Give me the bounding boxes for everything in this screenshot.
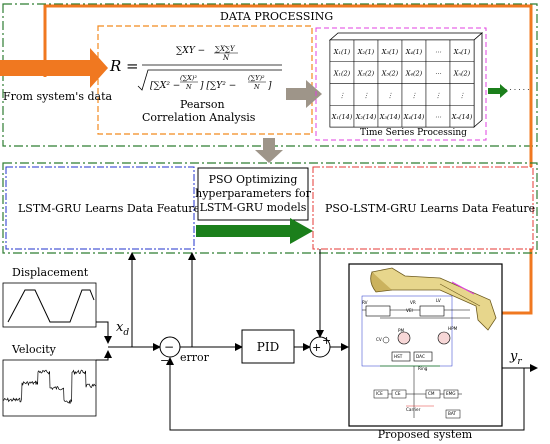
svg-text:PM: PM [398, 328, 405, 333]
matrix-cell-label: Xₙ(14) [451, 113, 473, 121]
matrix-cell-label: X₁(1) [333, 48, 351, 56]
svg-text:CV: CV [376, 337, 382, 342]
svg-text:]: ] [267, 81, 272, 91]
svg-text:HST: HST [394, 354, 403, 359]
matrix-cell-label: ⋯ [435, 48, 442, 56]
pso-optimizing-line-2: hyperparameters for [195, 187, 311, 200]
matrix-cell-label: X₄(1) [405, 48, 423, 56]
svg-text:LV: LV [436, 298, 441, 303]
matrix-cell-label: X₃(2) [381, 70, 399, 78]
pso-optimizing-box [197, 167, 309, 221]
lstm-gru-box [5, 166, 195, 250]
svg-text:DAC: DAC [416, 354, 425, 359]
svg-text:] [∑Y² −: ] [∑Y² − [199, 81, 236, 91]
velocity-label: Velocity [11, 343, 57, 356]
matrix-cell-label: ⋮ [339, 91, 346, 99]
svg-text:RV: RV [362, 300, 368, 305]
time-series-frame [315, 27, 487, 141]
matrix-cell-label: ⋮ [435, 91, 442, 99]
lstm-gru-label: LSTM-GRU Learns Data Feature [18, 202, 200, 215]
proposed-system-label: Proposed system [378, 428, 473, 441]
matrix-cell-label: X₁(2) [333, 70, 351, 78]
velocity-connector [96, 350, 112, 361]
matrix-cell-label: ⋯ [435, 113, 442, 121]
svg-text:EMG: EMG [446, 391, 456, 396]
matrix-cell-label: X₂(1) [357, 48, 375, 56]
matrix-cell-label: ⋯ [435, 70, 442, 78]
sum1-minus: − [164, 340, 174, 354]
excavator-schematic: RV VR LV VEI PM HPM CV HST DAC Ring ICE … [361, 267, 497, 419]
time-series-matrix: X₁(1) X₂(1) X₃(1) X₄(1) ⋯ Xₙ(1) X₁(2) X₂(2) X₃(2… [328, 32, 484, 128]
svg-text:[∑X² −: [∑X² − [150, 81, 180, 91]
displacement-label: Displacement [12, 266, 89, 279]
svg-text:(∑Y)²: (∑Y)² [248, 74, 265, 82]
svg-text:VR: VR [410, 300, 416, 305]
matrix-cell [449, 105, 475, 128]
svg-text:(∑X)²: (∑X)² [180, 74, 197, 82]
processing-down-arrow [255, 138, 283, 163]
matrix-cell-label: X₂(14) [355, 113, 377, 121]
yr-label: yr [509, 349, 522, 367]
proposed-system-box [348, 263, 503, 427]
sum2-plus-top: + [322, 334, 331, 347]
matrix-cell-label: ⋮ [411, 91, 418, 99]
displacement-connector [96, 321, 112, 344]
learning-frame [2, 162, 538, 254]
data-input-arrow [0, 48, 108, 88]
pearson-title: Pearson [180, 98, 225, 111]
matrix-cell-label: Xₙ(2) [453, 70, 471, 78]
pso-lstm-gru-box [312, 166, 534, 250]
svg-text:Ring: Ring [418, 366, 428, 371]
svg-text:N: N [222, 54, 230, 62]
matrix-continuation: · · · · · · [505, 86, 529, 94]
formula-r: R = [109, 57, 139, 75]
matrix-cell-label: X₄(2) [405, 70, 423, 78]
matrix-cell-label: Xₙ(1) [453, 48, 471, 56]
matrix-cell-label: X₁(14) [331, 113, 353, 121]
svg-text:∑X∑Y: ∑X∑Y [215, 45, 236, 53]
matrix-cell-label: ⋮ [387, 91, 394, 99]
matrix-cell-label: X₄(14) [403, 113, 425, 121]
svg-text:CM: CM [428, 391, 435, 396]
pso-optimizing-line-3: LSTM-GRU models [200, 201, 307, 214]
pso-lstm-gru-label: PSO-LSTM-GRU Learns Data Feature [325, 202, 535, 215]
matrix-cell-label: X₃(14) [379, 113, 401, 121]
pearson-formula: ∑XY − ∑X∑Y N [∑X² − (∑X)² N ] [∑Y² − (∑Y… [137, 45, 282, 91]
sum2-plus-left: + [312, 341, 321, 354]
matrix-output-arrow [488, 84, 508, 98]
pearson-subtitle: Correlation Analysis [142, 111, 256, 124]
matrix-cell-label: X₃(1) [381, 48, 399, 56]
svg-text:N: N [253, 83, 260, 91]
pid-block [241, 329, 295, 364]
svg-text:N: N [185, 83, 192, 91]
time-series-label: Time Series Processing [360, 128, 467, 138]
pearson-to-matrix-arrow [286, 80, 322, 108]
matrix-cell-label: X₂(2) [357, 70, 375, 78]
optimizer-to-model-arrow [196, 218, 313, 244]
pearson-frame [97, 25, 313, 135]
svg-text:HPM: HPM [448, 326, 458, 331]
matrix-cell-label: ⋮ [459, 91, 466, 99]
feedback-data-line [43, 4, 533, 315]
error-label: error [180, 351, 210, 364]
source-label: From system's data [3, 90, 112, 103]
displacement-signal [7, 289, 95, 323]
svg-text:BAT: BAT [448, 411, 456, 416]
data-processing-title: DATA PROCESSING [220, 10, 333, 23]
xd-label: xd [116, 320, 129, 338]
svg-text:ICE: ICE [376, 391, 383, 396]
sum1-minus-feedback: − [160, 354, 169, 367]
svg-text:CE: CE [395, 391, 401, 396]
displacement-plot [2, 282, 97, 328]
svg-text:VEI: VEI [406, 308, 413, 313]
feedback-line [166, 357, 525, 431]
svg-text:Carrier: Carrier [406, 407, 421, 412]
velocity-signal [2, 369, 96, 404]
pid-label: PID [257, 340, 279, 354]
svg-text:∑XY −: ∑XY − [176, 46, 205, 56]
pso-optimizing-line-1: PSO Optimizing [209, 173, 298, 186]
matrix-cell-label: ⋮ [363, 91, 370, 99]
velocity-plot [2, 359, 97, 417]
